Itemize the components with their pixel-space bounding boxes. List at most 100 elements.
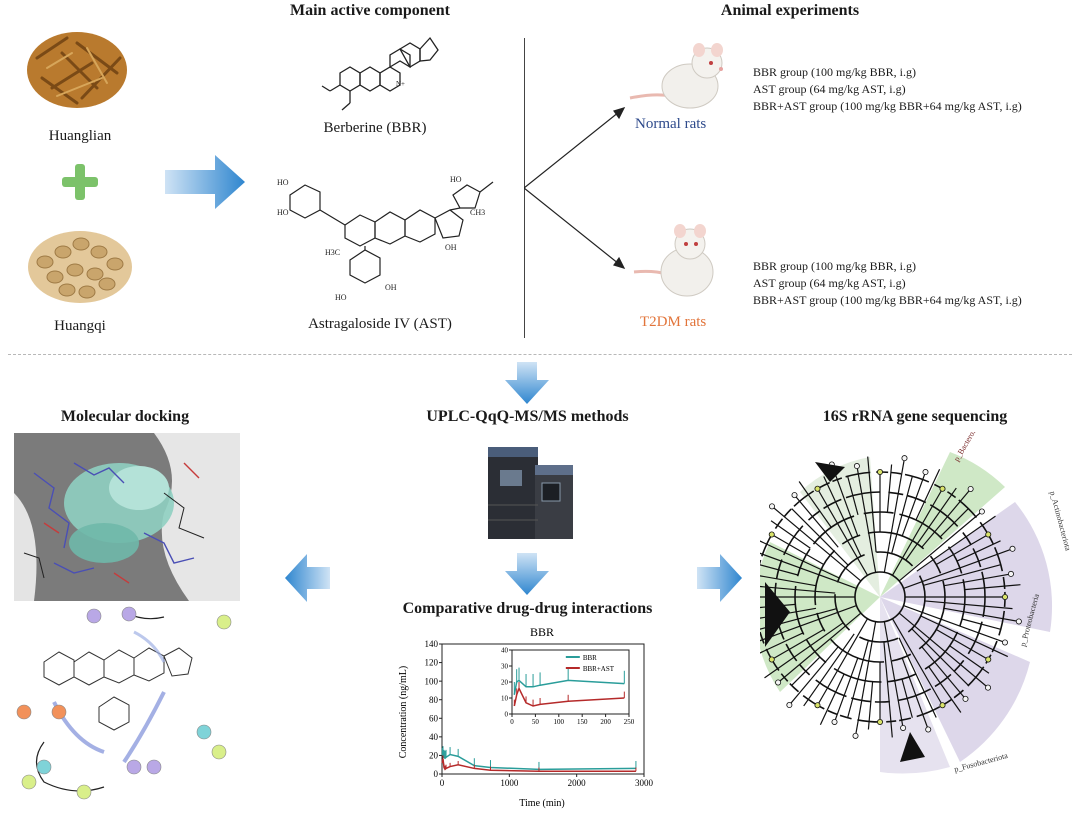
arrow-down-icon <box>505 553 549 595</box>
tree-branch <box>883 458 906 573</box>
tree-branch <box>791 656 821 686</box>
tree-branch <box>747 584 836 594</box>
chart-xlabel: Time (min) <box>519 798 564 809</box>
tree-branch <box>916 515 996 572</box>
x-tick-label: 2000 <box>568 778 587 788</box>
huangqi-label: Huangqi <box>54 318 106 334</box>
y-tick-label: 30 <box>501 662 509 670</box>
tree-branch <box>759 632 804 654</box>
y-tick-label: 20 <box>501 678 509 686</box>
series-line <box>513 679 625 695</box>
tree-branch <box>847 476 859 516</box>
astragaloside-label: Astragaloside IV (AST) <box>308 316 452 332</box>
tree-branch <box>949 645 990 674</box>
tree-branch <box>803 633 855 707</box>
tree-branch <box>788 646 839 706</box>
tree-branch <box>816 618 869 706</box>
tree-branch <box>921 646 966 700</box>
tree-branch <box>911 628 969 686</box>
t2dm-rats-label: T2DM rats <box>640 314 707 330</box>
tree-branch <box>901 678 913 718</box>
huanglian-label: Huanglian <box>48 128 112 144</box>
tree-branch <box>883 621 904 729</box>
y-tick-label: 10 <box>501 694 509 702</box>
tree-branch <box>771 505 862 582</box>
tree-node <box>939 485 946 492</box>
legend-label: BBR+AST <box>583 665 615 673</box>
svg-text:HO: HO <box>277 178 289 187</box>
tree-branch <box>923 564 1001 586</box>
t2dm-group-item: BBR group (100 mg/kg BBR, i.g) <box>753 259 917 273</box>
tree-branch <box>898 511 983 582</box>
main-component-heading: Main active component <box>290 2 450 19</box>
tree-node <box>831 718 838 725</box>
tree-branch <box>751 536 840 579</box>
svg-text:OH: OH <box>445 243 457 252</box>
x-tick-label: 0 <box>440 778 445 788</box>
tree-node <box>768 503 775 510</box>
x-tick-label: 50 <box>532 718 540 726</box>
tree-branch <box>771 628 825 661</box>
svg-text:OH: OH <box>385 283 397 292</box>
y-tick-label: 120 <box>425 658 439 668</box>
tree-node <box>852 732 859 739</box>
x-tick-label: 1000 <box>500 778 519 788</box>
huangqi-image <box>25 222 135 307</box>
tree-branch <box>886 464 893 513</box>
normal-groups-list: BBR group (100 mg/kg BBR, i.g) AST group… <box>753 64 1022 115</box>
svg-text:CH3: CH3 <box>470 208 485 217</box>
tree-branch <box>764 622 844 679</box>
sequencing-heading: 16S rRNA gene sequencing <box>822 408 1008 425</box>
tree-branch <box>770 520 811 549</box>
svg-text:H3C: H3C <box>325 248 340 257</box>
tree-node <box>786 702 793 709</box>
chart-ylabel: Concentration (ng/mL) <box>398 666 409 758</box>
tree-branch <box>943 607 1019 623</box>
tree-branch <box>891 488 944 576</box>
x-tick-label: 250 <box>624 718 635 726</box>
x-tick-label: 200 <box>600 718 611 726</box>
tree-node <box>1001 639 1008 646</box>
tree-branch <box>759 564 799 576</box>
x-tick-label: 0 <box>510 718 514 726</box>
tree-node <box>814 485 821 492</box>
berberine-label: Berberine (BBR) <box>323 120 427 136</box>
svg-text:HO: HO <box>335 293 347 302</box>
tree-node <box>1015 618 1022 625</box>
docking-heading: Molecular docking <box>60 408 190 425</box>
series-line <box>513 686 625 707</box>
plot-frame <box>441 643 645 775</box>
tree-node <box>1001 593 1008 600</box>
svg-text:N+: N+ <box>396 80 405 88</box>
y-tick-label: 140 <box>425 639 439 649</box>
tree-branch <box>920 615 1009 658</box>
tree-branch <box>867 681 874 730</box>
normal-rats-label: Normal rats <box>635 116 707 132</box>
huanglian-image <box>22 18 132 113</box>
tree-node <box>853 463 860 470</box>
tree-node <box>967 485 974 492</box>
normal-group-item: BBR group (100 mg/kg BBR, i.g) <box>753 65 917 79</box>
y-tick-label: 100 <box>425 676 439 686</box>
tree-branch <box>898 637 937 718</box>
tree-branch <box>819 673 845 726</box>
tree-branch <box>921 488 972 548</box>
tree-branch <box>754 550 857 590</box>
tree-branch <box>833 657 859 723</box>
tree-branch <box>903 604 1006 644</box>
y-tick-label: 20 <box>429 751 439 761</box>
docking-interaction-diagram <box>14 602 240 802</box>
y-tick-label: 0 <box>434 769 439 779</box>
tree-branch <box>939 508 969 538</box>
tree-node <box>1009 545 1016 552</box>
tree-branch <box>901 657 929 730</box>
tree-node <box>1007 570 1014 577</box>
x-tick-label: 150 <box>577 718 588 726</box>
tree-branch <box>915 468 941 521</box>
svg-text:HO: HO <box>277 208 289 217</box>
tree-node <box>900 724 907 731</box>
branch-arrows <box>523 100 634 280</box>
tree-branch <box>905 487 957 561</box>
tree-branch <box>794 494 839 548</box>
